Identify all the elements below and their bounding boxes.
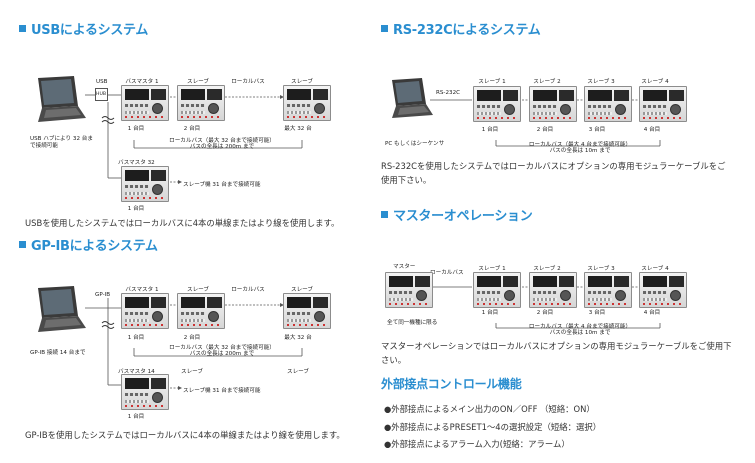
rs232c-slave-unit-2 <box>529 86 577 122</box>
usb-description: USBを使用したシステムではローカルバスに4本の単線またはより線を使用します。 <box>25 218 340 228</box>
gpib-top-label-2: スレーブ <box>186 287 210 293</box>
gpib-master2-unit <box>121 374 169 410</box>
rs232c-top-label-3: スレーブ 3 <box>587 79 615 85</box>
rs232c-top-label-1: スレーブ 1 <box>478 79 506 85</box>
usb-top-label-2: スレーブ <box>186 79 210 85</box>
rs232c-unit-label-4: 4 台目 <box>643 127 661 133</box>
master-top-label-2: スレーブ 2 <box>533 266 561 272</box>
gpib-label: GP-IB <box>95 292 111 298</box>
usb-laptop-icon <box>38 76 86 122</box>
master-bus-note-1: ローカルバス（最大 4 台まで接続可能） <box>528 324 632 330</box>
gpib-master-unit <box>121 293 169 329</box>
rs232c-top-label-4: スレーブ 4 <box>641 79 669 85</box>
master-unit-label-2: 2 台目 <box>536 310 554 316</box>
hub-label: HUB <box>96 92 106 97</box>
gpib-top-label-1: バスマスタ 1 <box>125 287 159 293</box>
usb-hub-box <box>95 88 108 101</box>
gpib-slave-label-2: スレーブ <box>286 369 310 375</box>
external-item-3: ●外部接点によるアラーム入力(短絡：アラーム） <box>384 439 570 449</box>
rs232c-slave-unit-3 <box>584 86 632 122</box>
gpib-slave-last-unit <box>283 293 331 329</box>
rs232c-pc-label: PC もしくはシーケンサ <box>385 141 445 147</box>
master-slave-unit-1 <box>473 272 521 308</box>
usb-bus-note-1: ローカルバス（最大 32 台まで接続可能） <box>169 138 275 144</box>
usb-top-label-4: スレーブ <box>290 79 314 85</box>
rs232c-description: RS-232Cを使用したシステムではローカルバスにオプションの専用モジュラーケー… <box>381 161 726 185</box>
gpib-top-label-4: スレーブ <box>290 287 314 293</box>
master-slave-unit-2 <box>529 272 577 308</box>
master-top-label-1: スレーブ 1 <box>478 266 506 272</box>
master-unit <box>385 272 433 308</box>
rs232c-unit-label-2: 2 台目 <box>536 127 554 133</box>
master-slave-unit-4 <box>639 272 687 308</box>
usb-top-label-1: バスマスタ 1 <box>125 79 159 85</box>
external-item-2: ●外部接点によるPRESET1～4の選択設定（短絡：選択） <box>384 422 602 432</box>
usb-heading: USBによるシステム <box>19 19 148 38</box>
master-heading: マスターオペレーション <box>381 205 533 224</box>
master-localbus-label: ローカルバス <box>430 270 464 276</box>
gpib-heading: GP-IBによるシステム <box>19 235 158 254</box>
gpib-bus-note-1: ローカルバス（最大 32 台まで接続可能） <box>169 345 275 351</box>
rs232c-slave-unit-1 <box>473 86 521 122</box>
master-bus-note-2: バスの全長は 10m まで <box>549 330 611 336</box>
usb-bus-note-2: バスの全長は 200m まで <box>189 144 255 150</box>
rs232c-bus-note-1: ローカルバス（最大 4 台まで接続可能） <box>528 142 632 148</box>
master-slave-unit-3 <box>584 272 632 308</box>
usb-unit-label-1: 1 台目 <box>127 126 145 132</box>
gpib-unit-label-1: 1 台目 <box>127 335 145 341</box>
usb-unit2-label: 1 台目 <box>127 206 145 212</box>
rs232c-bus-note-2: バスの全長は 10m まで <box>549 148 611 154</box>
usb-master2-label: バスマスタ 32 <box>118 160 155 166</box>
gpib-description: GP-IBを使用したシステムではローカルバスに4本の単線またはより線を使用します… <box>25 430 345 440</box>
gpib-unit2-label: 1 台目 <box>127 414 145 420</box>
gpib-unit-label-3: 最大 32 台 <box>284 335 312 341</box>
master-top-label-3: スレーブ 3 <box>587 266 615 272</box>
rs232c-laptop-icon <box>392 78 433 118</box>
gpib-slave-note: スレーブ機 31 台まで接続可能 <box>183 388 261 394</box>
external-item-1: ●外部接点によるメイン出力のON／OFF （短絡：ON） <box>384 404 595 414</box>
rs232c-slave-unit-4 <box>639 86 687 122</box>
master-unit-label-3: 3 台目 <box>588 310 606 316</box>
gpib-unit-label-2: 2 台目 <box>183 335 201 341</box>
rs232c-heading: RS-232Cによるシステム <box>381 19 541 38</box>
rs232c-top-label-2: スレーブ 2 <box>533 79 561 85</box>
usb-label: USB <box>96 79 108 85</box>
usb-slave-unit <box>177 85 225 121</box>
rs232c-unit-label-1: 1 台目 <box>481 127 499 133</box>
master-description: マスターオペレーションではローカルバスにオプションの専用モジュラーケーブルをご使… <box>381 341 732 365</box>
gpib-laptop-icon <box>38 286 86 332</box>
master-unit-label-1: 1 台目 <box>481 310 499 316</box>
gpib-bus-note-2: バスの全長は 200m まで <box>189 351 255 357</box>
external-heading: 外部接点コントロール機能 <box>381 377 522 391</box>
gpib-master2-label: バスマスタ 14 <box>118 369 155 375</box>
gpib-slave-label: スレーブ <box>180 369 204 375</box>
rs232c-unit-label-3: 3 台目 <box>588 127 606 133</box>
rs232c-label: RS-232C <box>436 90 461 96</box>
usb-master-unit <box>121 85 169 121</box>
usb-unit-label-3: 最大 32 台 <box>284 126 312 132</box>
usb-unit-label-2: 2 台目 <box>183 126 201 132</box>
master-label: マスター <box>393 264 416 270</box>
master-note: 全て同一機種に限る <box>387 320 438 326</box>
usb-slave-last-unit <box>283 85 331 121</box>
gpib-pc-label: GP-IB 接続 14 台まで <box>30 350 86 356</box>
usb-top-label-3: ローカルバス <box>231 79 265 85</box>
usb-pc-label-2: で接続可能 <box>30 143 58 149</box>
master-unit-label-4: 4 台目 <box>643 310 661 316</box>
usb-master2-unit <box>121 166 169 202</box>
usb-pc-label-1: USB ハブにより 32 台ま <box>30 136 93 142</box>
gpib-top-label-3: ローカルバス <box>231 287 265 293</box>
usb-slave-note: スレーブ機 31 台まで接続可能 <box>183 182 261 188</box>
master-top-label-4: スレーブ 4 <box>641 266 669 272</box>
gpib-slave-unit <box>177 293 225 329</box>
